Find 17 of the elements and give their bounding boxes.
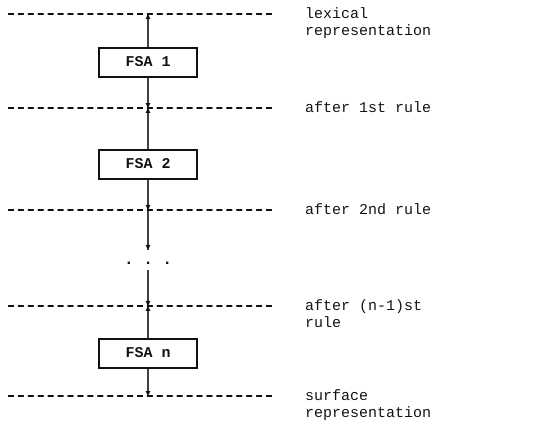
process-box: FSA n (98, 338, 198, 369)
arrow (146, 270, 150, 306)
level-label: surface representation (305, 388, 432, 422)
ellipsis: . . . (108, 250, 188, 270)
arrow (146, 369, 150, 396)
arrow (146, 210, 150, 250)
level-label: after 2nd rule (305, 202, 432, 219)
level-label: after 1st rule (305, 100, 432, 117)
arrow (146, 108, 150, 149)
level-label: lexical representation (305, 6, 432, 40)
arrow (146, 180, 150, 210)
arrow (146, 78, 150, 108)
level-label: after (n-1)st rule (305, 298, 424, 332)
process-box: FSA 1 (98, 47, 198, 78)
arrow (146, 14, 150, 47)
process-box: FSA 2 (98, 149, 198, 180)
arrow (146, 306, 150, 338)
